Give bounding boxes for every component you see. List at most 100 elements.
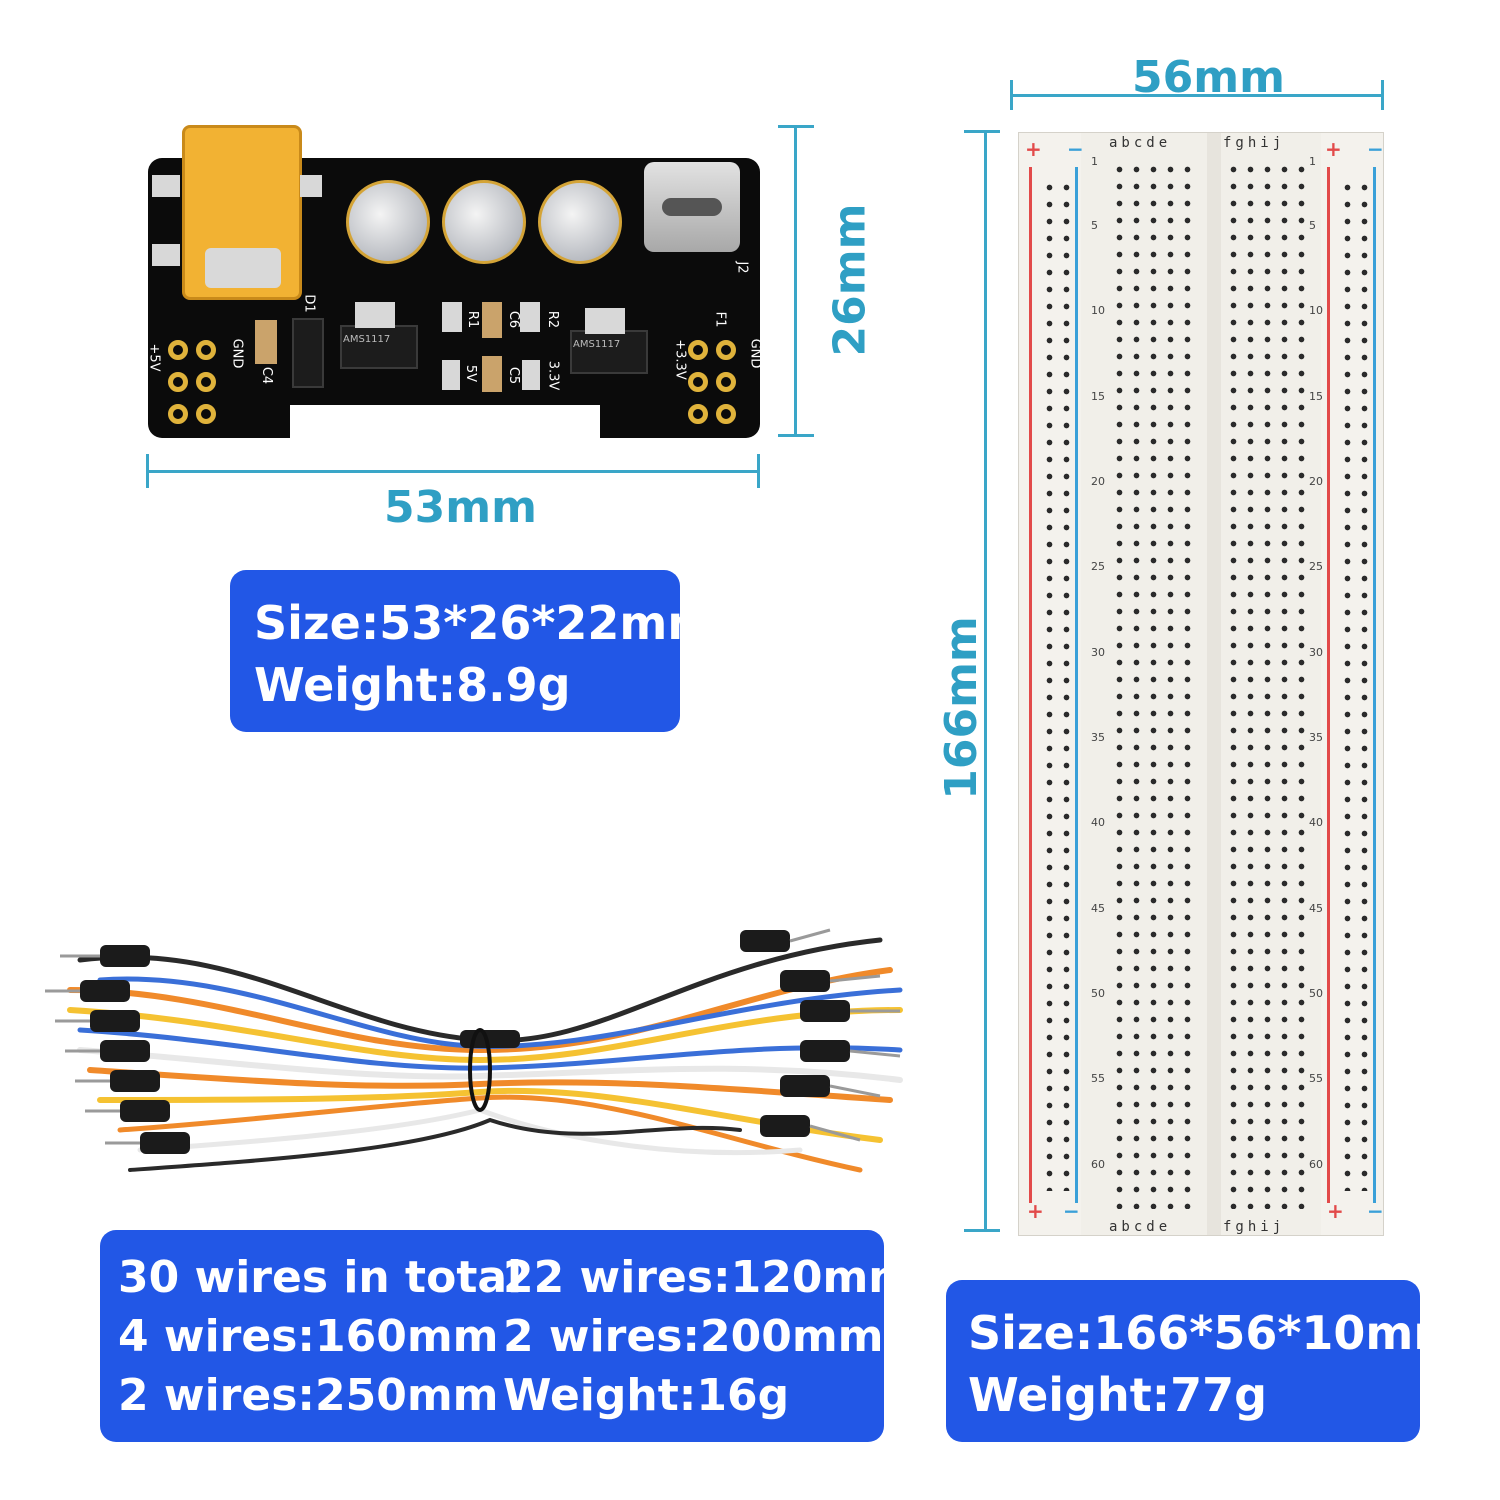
smd-resistor: [442, 302, 462, 332]
silk-f1: F1: [712, 311, 728, 328]
terminal-holes-right: [1225, 161, 1311, 1209]
row-number: 1: [1091, 155, 1098, 168]
silk-j2: J2: [734, 261, 750, 274]
dim-tick: [778, 125, 814, 128]
row-number: 30: [1309, 645, 1323, 659]
breadboard-height-label: 166mm: [935, 616, 987, 800]
module-height-line: [794, 125, 797, 437]
header-pin: [196, 340, 216, 360]
header-pin: [716, 372, 736, 392]
module-size: Size:53*26*22mm: [254, 596, 716, 650]
usb-c-port: [644, 162, 740, 252]
header-pin: [688, 404, 708, 424]
wires-200mm: 2 wires:200mm: [503, 1311, 884, 1362]
row-number: 30: [1091, 645, 1105, 659]
row-number: 5: [1309, 219, 1316, 232]
row-number: 50: [1091, 987, 1105, 1001]
silk-3v3: +3.3V: [672, 339, 688, 380]
wires-total: 30 wires in total: [118, 1252, 523, 1303]
row-number: 25: [1309, 560, 1323, 574]
diode-chip: [292, 318, 324, 388]
regulator-tab: [355, 302, 395, 328]
row-number: 35: [1309, 731, 1323, 745]
breadboard-weight: Weight:77g: [968, 1368, 1268, 1422]
row-number: 10: [1309, 304, 1323, 318]
jumper-wires-image: [45, 928, 903, 1173]
header-pin: [196, 404, 216, 424]
module-width-label: 53mm: [384, 482, 537, 533]
row-number: 10: [1091, 304, 1105, 318]
header-pin: [688, 372, 708, 392]
row-number: 25: [1091, 560, 1105, 574]
rail-minus-sign: −: [1367, 137, 1384, 161]
module-width-line: [146, 470, 760, 473]
silk-5v: +5V: [146, 343, 162, 372]
row-number: 35: [1091, 731, 1105, 745]
silk-c4: C4: [259, 366, 275, 385]
wires-160mm: 4 wires:160mm: [118, 1311, 499, 1362]
led: [442, 360, 460, 390]
dim-tick: [964, 1229, 1000, 1232]
regulator-tab: [585, 308, 625, 334]
smd-capacitor: [482, 302, 502, 338]
center-channel: [1207, 133, 1221, 1235]
row-number: 60: [1309, 1157, 1323, 1171]
header-pin: [196, 372, 216, 392]
silk-r1: R1: [465, 310, 481, 329]
rail-minus-sign: −: [1063, 1199, 1080, 1223]
silk-gnd-left: GND: [229, 338, 245, 369]
rail-minus-sign: −: [1067, 137, 1084, 161]
terminal-holes-left: [1111, 161, 1197, 1209]
wires-info-right-column: 22 wires:120mm 2 wires:200mm Weight:16g: [503, 1248, 915, 1425]
header-pin: [168, 372, 188, 392]
silk-3v3-led: 3.3V: [545, 360, 561, 391]
column-letters-top-left: abcde: [1109, 135, 1172, 151]
wires-weight: Weight:16g: [503, 1370, 790, 1421]
rail-line-red: [1029, 167, 1032, 1203]
row-number: 55: [1309, 1072, 1323, 1086]
row-number: 5: [1091, 219, 1098, 232]
rail-plus-sign: +: [1327, 1199, 1344, 1223]
breadboard-width-line: [1010, 94, 1384, 97]
row-number: 15: [1309, 389, 1323, 403]
row-number: 60: [1091, 1157, 1105, 1171]
row-number: 55: [1091, 1072, 1105, 1086]
dc-jack: [182, 125, 302, 300]
rail-plus-sign: +: [1325, 137, 1342, 161]
column-letters-top-right: fghij: [1223, 135, 1286, 151]
breadboard-info-box: Size:166*56*10mm Weight:77g: [946, 1280, 1461, 1442]
header-pin: [716, 404, 736, 424]
silk-5v-led: 5V: [463, 364, 479, 383]
smd-capacitor: [482, 356, 502, 392]
wires-info-box: 30 wires in total 4 wires:160mm 2 wires:…: [100, 1230, 915, 1442]
rail-line-blue: [1373, 167, 1376, 1203]
row-number: 40: [1091, 816, 1105, 830]
breadboard-width-label: 56mm: [1132, 52, 1285, 103]
header-pin: [688, 340, 708, 360]
silk-c6: C6: [506, 310, 522, 329]
breadboard-height-line: [984, 130, 987, 1232]
rail-plus-sign: +: [1027, 1199, 1044, 1223]
header-pin: [168, 404, 188, 424]
silk-gnd-right: GND: [747, 338, 763, 369]
smd-capacitor: [255, 320, 277, 364]
silk-regulator: AMS1117: [573, 339, 621, 350]
breadboard: abcde fghij abcde fghij + − + − + − + − …: [1018, 132, 1384, 1236]
regulator-chip: [570, 330, 648, 374]
module-height-label: 26mm: [824, 203, 876, 357]
jack-pad: [152, 175, 180, 197]
regulator-chip: [340, 325, 418, 369]
row-number: 20: [1309, 475, 1323, 488]
dim-tick: [778, 434, 814, 437]
jack-pad: [152, 244, 180, 266]
silk-d1: D1: [301, 294, 317, 313]
silk-c5: C5: [506, 366, 522, 385]
module-weight: Weight:8.9g: [254, 658, 571, 712]
wires-120mm: 22 wires:120mm: [503, 1252, 915, 1303]
dim-tick: [146, 454, 149, 488]
column-letters-bottom-right: fghij: [1223, 1219, 1286, 1235]
row-number: 45: [1309, 901, 1323, 915]
dim-tick: [1010, 80, 1013, 110]
capacitor: [442, 180, 526, 264]
capacitor: [538, 180, 622, 264]
